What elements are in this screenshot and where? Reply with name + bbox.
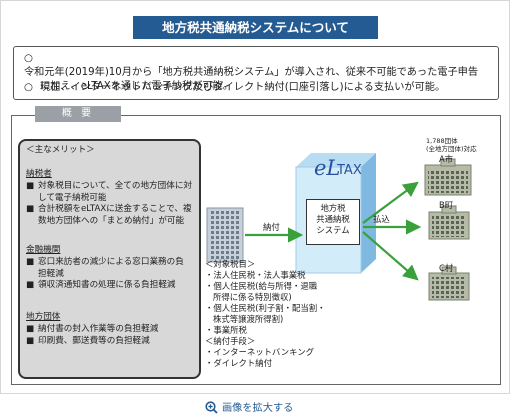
square-bullet-icon: ■	[26, 336, 35, 346]
overview-tab: 概 要	[35, 106, 121, 122]
merits-item: ■合計税額をeLTAXに送金することで、複数地方団体への「まとめ納付」が可能	[26, 204, 192, 226]
payment-method-item: ・ダイレクト納付	[205, 358, 272, 368]
merits-item: ■対象税目について、全ての地方団体に対して電子納税可能	[26, 181, 193, 203]
transfer-arrow-c	[362, 231, 419, 281]
city-a-label: A市	[439, 154, 454, 164]
town-b-label: B町	[439, 200, 454, 210]
circle-bullet-icon: ○	[24, 82, 33, 93]
square-bullet-icon: ■	[26, 280, 35, 290]
enlarge-image-link[interactable]: 画像を拡大する	[205, 399, 293, 417]
enlarge-image-label[interactable]: 画像を拡大する	[222, 403, 294, 414]
target-tax-item: 所得に係る特別徴収)	[213, 292, 292, 302]
payment-method-item: ・インターネットバンキング	[205, 347, 315, 357]
summary-box: ○ 令和元年(2019年)10月から「地方税共通納税システム」が導入され、従来不可…	[13, 46, 499, 100]
merits-item: ■窓口来訪者の減少による窓口業務の負担軽減	[26, 257, 184, 279]
merits-title: ＜主なメリット＞	[26, 145, 95, 155]
merits-heading-taxpayer: 納税者	[26, 169, 52, 179]
municipalities-scope: (全地方団体)対応	[426, 145, 477, 153]
city-a-building-icon	[424, 158, 472, 196]
figure-frame: 地方税共通納税システムについて ○ 令和元年(2019年)10月から「地方税共通納…	[0, 0, 510, 394]
payment-label: 納付	[263, 222, 280, 232]
summary-bullet-2: ○ 現在、インターネットバンキング及びダイレクト納付(口座引落し)による支払いが可…	[24, 81, 445, 95]
transfer-label: 払込	[373, 214, 390, 224]
payment-methods-title: ＜納付手段＞	[205, 336, 256, 346]
square-bullet-icon: ■	[26, 181, 35, 191]
circle-bullet-icon: ○	[24, 53, 33, 64]
village-c-label: C村	[439, 263, 454, 273]
target-tax-item: 株式等譲渡所得割)	[213, 314, 284, 324]
square-bullet-icon: ■	[26, 204, 35, 214]
village-c-building-icon	[428, 266, 470, 301]
target-tax-item: ・個人住民税(利子割・配当割・	[205, 303, 326, 313]
square-bullet-icon: ■	[26, 324, 35, 334]
square-bullet-icon: ■	[26, 257, 35, 267]
transfer-arrow-a	[362, 181, 419, 224]
merits-item: ■印刷費、郵送費等の負担軽減	[26, 336, 150, 346]
summary-bullet-1: ○ 令和元年(2019年)10月から「地方税共通納税システム」が導入され、従来不可…	[24, 52, 494, 94]
town-b-building-icon	[428, 205, 470, 240]
merits-item: ■領収済通知書の処理に係る負担軽減	[26, 280, 176, 290]
merits-item: ■納付書の封入作業等の負担軽減	[26, 324, 159, 334]
merits-heading-bank: 金融機関	[26, 245, 61, 255]
target-tax-item: ・個人住民税(給与所得・退職	[205, 281, 318, 291]
merits-heading-local-gov: 地方団体	[26, 312, 61, 322]
target-tax-item: ・事業所税	[205, 325, 247, 335]
flow-diagram	[206, 153, 472, 301]
common-tax-system-box: 地方税 共通納税 システム	[306, 199, 360, 245]
target-tax-item: ・法人住民税・法人事業税	[205, 270, 306, 280]
eltax-logo-main: eL	[314, 156, 341, 180]
zoom-in-icon	[205, 401, 218, 417]
taxpayer-building-icon	[206, 207, 244, 263]
municipalities-count: 1,788団体	[426, 137, 458, 145]
target-taxes-title: ＜対象税目＞	[205, 259, 256, 269]
summary-bullet-1-line2: に加え、eLTAXを通じた電子納税が可能。	[40, 81, 233, 92]
eltax-logo-tax: TAX	[337, 163, 362, 178]
summary-bullet-2-line1: 現在、インターネットバンキング及びダイレクト納付(口座引落し)による支払いが可能…	[40, 82, 446, 93]
page-title: 地方税共通納税システムについて	[133, 16, 378, 39]
summary-bullet-1-line1: 令和元年(2019年)10月から「地方税共通納税システム」が導入され、従来不可能…	[24, 67, 479, 78]
merits-panel: ＜主なメリット＞ 納税者 ■対象税目について、全ての地方団体に対して電子納税可能…	[18, 139, 201, 379]
